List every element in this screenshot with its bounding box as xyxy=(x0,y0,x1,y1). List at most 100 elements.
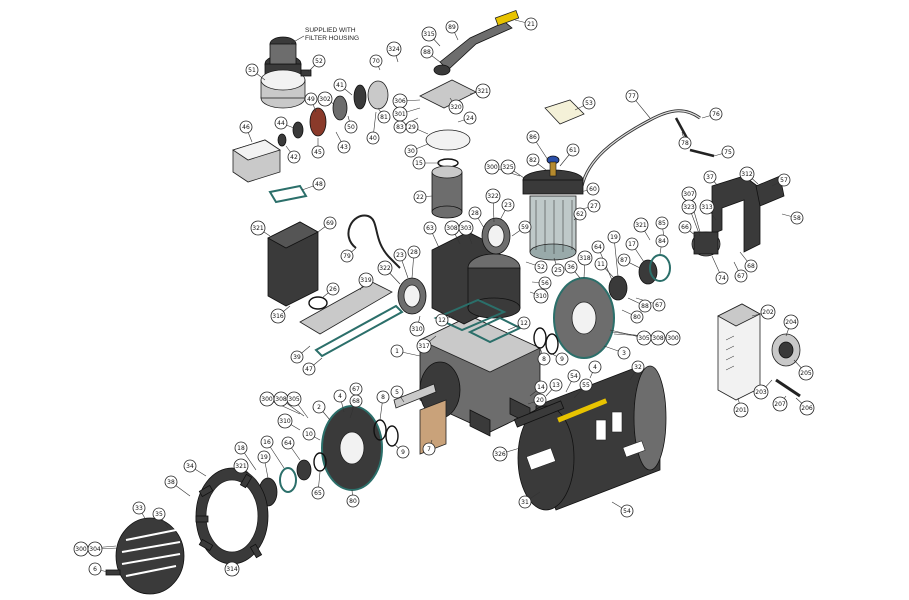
callout-label: 52 xyxy=(315,58,323,65)
callout-label: 79 xyxy=(343,253,351,260)
callout-label: 37 xyxy=(706,174,714,181)
callout-bubble xyxy=(390,344,404,358)
callout-bubble xyxy=(421,26,437,42)
callout-label: 318 xyxy=(579,255,591,262)
tube-78 xyxy=(674,117,690,141)
callout-label: 80 xyxy=(349,498,357,505)
callout-label: 2 xyxy=(317,404,321,411)
callout-bubble xyxy=(393,248,407,262)
callout-bubble xyxy=(760,304,776,320)
callout-label: 28 xyxy=(410,249,418,256)
callout-bubble xyxy=(655,216,669,230)
tube-75 xyxy=(689,148,715,158)
callout-label: 322 xyxy=(487,193,499,200)
callout-label: 310 xyxy=(535,293,547,300)
callout-label: 13 xyxy=(552,382,560,389)
fan-guard-grill xyxy=(121,529,181,577)
callout-bubble xyxy=(302,427,316,441)
callout-label: 36 xyxy=(567,264,575,271)
callout-c-322a: 322 xyxy=(485,188,501,204)
callout-label: 321 xyxy=(235,463,247,470)
bearing-17-gasket xyxy=(649,254,671,282)
callout-bubble xyxy=(468,206,482,220)
callout-c-9a: 9 xyxy=(555,352,569,366)
callout-bubble xyxy=(404,144,418,158)
callout-label: 7 xyxy=(427,446,431,453)
callout-c-45: 45 xyxy=(311,145,325,159)
callout-bubble xyxy=(407,245,421,259)
callout-c-308c: 308 xyxy=(273,391,289,407)
callout-c-68: 68 xyxy=(744,259,758,273)
callout-c-204: 204 xyxy=(783,314,799,330)
callout-c-82: 82 xyxy=(526,153,540,167)
callout-bubble xyxy=(652,298,666,312)
callout-bubble xyxy=(485,188,501,204)
callout-label: 308 xyxy=(652,335,664,342)
callout-c-80b: 80 xyxy=(346,494,360,508)
callout-c-50: 50 xyxy=(344,120,358,134)
callout-c-319: 319 xyxy=(358,272,374,288)
callout-label: 38 xyxy=(167,479,175,486)
callout-label: 206 xyxy=(801,405,813,412)
callout-label: 39 xyxy=(293,354,301,361)
callout-bubble xyxy=(790,211,804,225)
callout-label: 17 xyxy=(628,241,636,248)
callout-c-65: 65 xyxy=(311,486,325,500)
callout-label: 48 xyxy=(315,181,323,188)
callout-label: 49 xyxy=(307,96,315,103)
callout-label: 14 xyxy=(537,384,545,391)
callout-label: 57 xyxy=(780,177,788,184)
callout-bubble xyxy=(358,272,374,288)
callout-label: 32 xyxy=(634,364,642,371)
callout-bubble xyxy=(183,459,197,473)
callout-c-28b: 28 xyxy=(407,245,421,259)
callout-bubble xyxy=(448,99,464,115)
callout-label: 9 xyxy=(560,356,564,363)
callout-c-18: 18 xyxy=(234,441,248,455)
callout-bubble xyxy=(416,338,432,354)
callout-label: 201 xyxy=(735,407,747,414)
callout-c-3: 3 xyxy=(617,346,631,360)
callout-label: 77 xyxy=(628,93,636,100)
callout-bubble xyxy=(312,54,326,68)
callout-bubble xyxy=(681,199,697,215)
callout-c-17: 17 xyxy=(625,237,639,251)
callout-bubble xyxy=(274,116,288,130)
callout-c-38: 38 xyxy=(164,475,178,489)
callout-bubble xyxy=(798,365,814,381)
callout-bubble xyxy=(744,259,758,273)
callout-label: 3 xyxy=(622,350,626,357)
callout-bubble xyxy=(753,384,769,400)
callout-c-70: 70 xyxy=(369,54,383,68)
callout-c-83: 83 xyxy=(393,120,407,134)
callout-c-16: 16 xyxy=(260,435,274,449)
callout-c-2: 2 xyxy=(312,400,326,414)
seal-ring-9a xyxy=(545,333,559,355)
bearing-17 xyxy=(638,259,658,285)
callout-label: 78 xyxy=(681,140,689,147)
callout-bubble xyxy=(655,234,669,248)
callout-c-77: 77 xyxy=(625,89,639,103)
callout-label: 310 xyxy=(411,326,423,333)
end-cover-right-hole xyxy=(571,301,597,335)
callout-label: 307 xyxy=(683,191,695,198)
callout-c-13: 13 xyxy=(549,378,563,392)
callout-bubble xyxy=(233,458,249,474)
callout-bubble xyxy=(164,475,178,489)
callout-c-40: 40 xyxy=(366,131,380,145)
filter-element-top xyxy=(260,69,306,91)
callout-bubble xyxy=(420,45,434,59)
callout-label: 8 xyxy=(381,394,385,401)
callout-label: 10 xyxy=(305,431,313,438)
callout-label: 312 xyxy=(741,171,753,178)
callout-label: 34 xyxy=(186,463,194,470)
callout-c-320: 320 xyxy=(448,99,464,115)
callout-label: 6 xyxy=(93,566,97,573)
callout-bubble xyxy=(377,260,393,276)
callout-bubble xyxy=(564,260,578,274)
callout-label: 203 xyxy=(755,389,767,396)
valve-block-46-top xyxy=(232,139,281,161)
callout-label: 64 xyxy=(594,244,602,251)
callout-c-4b: 4 xyxy=(333,389,347,403)
